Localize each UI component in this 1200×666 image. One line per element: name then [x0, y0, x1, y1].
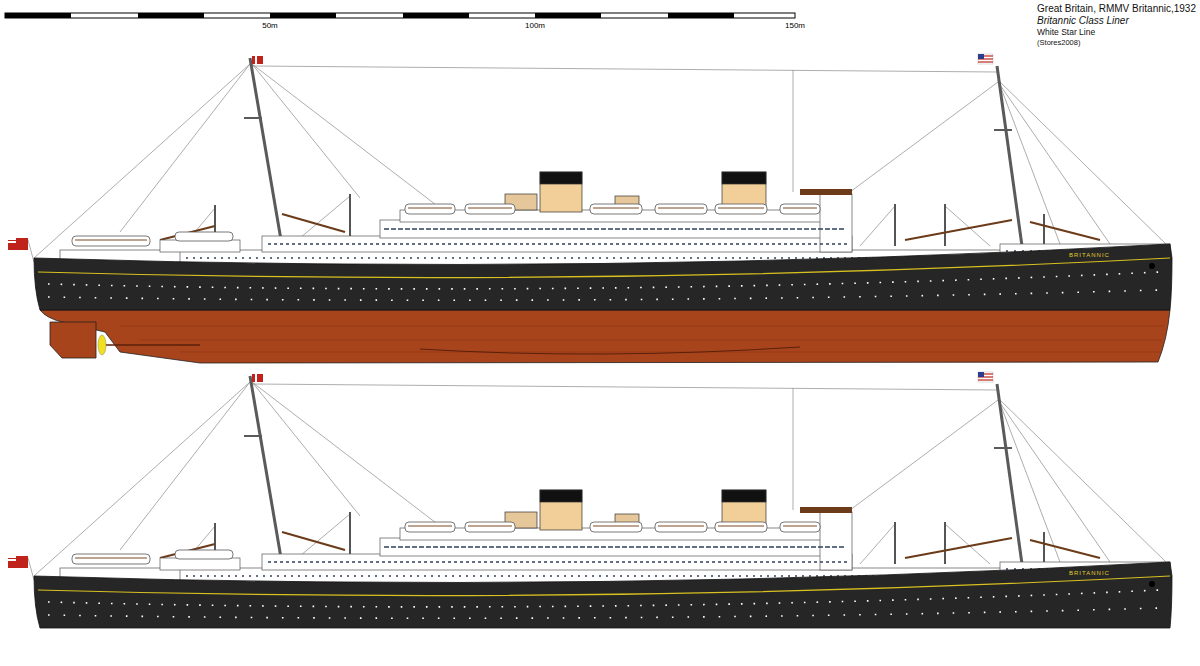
- underwater-hull-part-part: [120, 326, 1164, 327]
- ship-profile-full: [8, 54, 1172, 310]
- scale-mark: 50m: [262, 21, 278, 30]
- rudder: [50, 322, 96, 358]
- underwater-hull-part: [40, 310, 1170, 363]
- underwater-hull: [40, 310, 1170, 363]
- drawing-title: Great Britain, RMMV Britannic,1932: [1037, 3, 1196, 15]
- underwater-hull-part-part: [140, 340, 1162, 341]
- title-block: Great Britain, RMMV Britannic,1932Britan…: [1037, 3, 1196, 47]
- hull-name: BRITANNIC: [1068, 570, 1111, 577]
- underwater-hull-part: [420, 347, 800, 354]
- scale-bar-part: [5, 13, 71, 18]
- underwater-hull-part: [120, 326, 1164, 352]
- scale-bar-part: [5, 13, 795, 18]
- scale-bar-part: [403, 13, 469, 18]
- author-credit: (Stores2008): [1037, 38, 1196, 47]
- propeller: [98, 335, 106, 355]
- hull-name: BRITANNIC: [1068, 252, 1111, 259]
- scale-bar: [5, 13, 795, 18]
- scale-bar-part: [270, 13, 336, 18]
- scale-mark: 150m: [785, 21, 805, 30]
- scale-mark: 100m: [525, 21, 545, 30]
- scale-bar-part: [668, 13, 734, 18]
- propeller-shaft: [104, 344, 200, 346]
- underwater-hull-part-part: [180, 352, 1160, 353]
- scale-bar-part: [138, 13, 204, 18]
- scale-bar-part: [535, 13, 601, 18]
- ship-class: Britannic Class Liner: [1037, 15, 1196, 27]
- ship-profile-waterline: [8, 372, 1172, 628]
- shipping-line: White Star Line: [1037, 27, 1196, 37]
